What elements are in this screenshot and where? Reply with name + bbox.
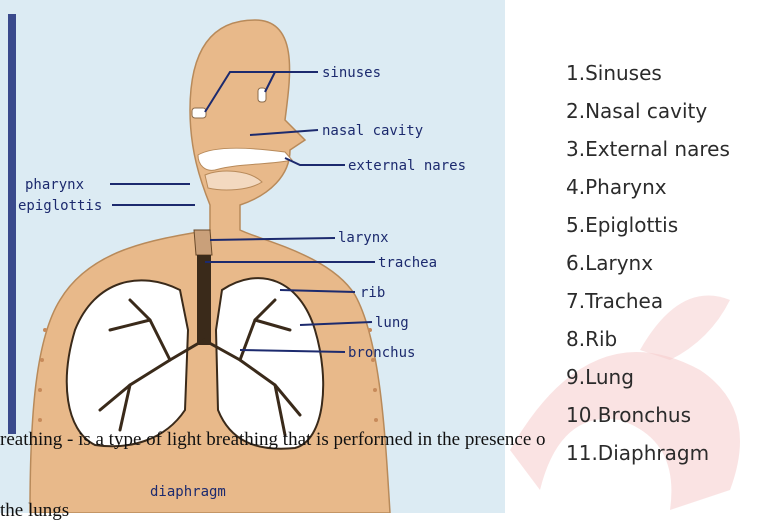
label-trachea: trachea — [378, 255, 437, 271]
label-diaphragm: diaphragm — [150, 484, 226, 500]
label-larynx: larynx — [338, 230, 389, 246]
parts-list: 1.Sinuses 2.Nasal cavity 3.External nare… — [566, 54, 730, 472]
label-epiglottis: epiglottis — [18, 198, 102, 214]
sinus-shape-2 — [258, 88, 266, 102]
list-item: 8.Rib — [566, 320, 730, 358]
list-item: 4.Pharynx — [566, 168, 730, 206]
list-item: 9.Lung — [566, 358, 730, 396]
larynx-shape — [194, 230, 212, 255]
label-pharynx: pharynx — [25, 177, 84, 193]
list-item: 5.Epiglottis — [566, 206, 730, 244]
label-lung: lung — [375, 315, 409, 331]
list-item: 2.Nasal cavity — [566, 92, 730, 130]
sinus-shape-1 — [192, 108, 206, 118]
label-nasal-cavity: nasal cavity — [322, 123, 423, 139]
label-rib: rib — [360, 285, 385, 301]
list-item: 3.External nares — [566, 130, 730, 168]
label-bronchus: bronchus — [348, 345, 415, 361]
body-paragraph-line-2: the lungs — [0, 499, 200, 523]
label-external-nares: external nares — [348, 158, 466, 174]
list-item: 7.Trachea — [566, 282, 730, 320]
trachea-shape — [197, 255, 211, 345]
body-paragraph-line-1: reathing - is a type of light breathing … — [0, 428, 768, 452]
list-item: 1.Sinuses — [566, 54, 730, 92]
list-item: 6.Larynx — [566, 244, 730, 282]
label-sinuses: sinuses — [322, 65, 381, 81]
